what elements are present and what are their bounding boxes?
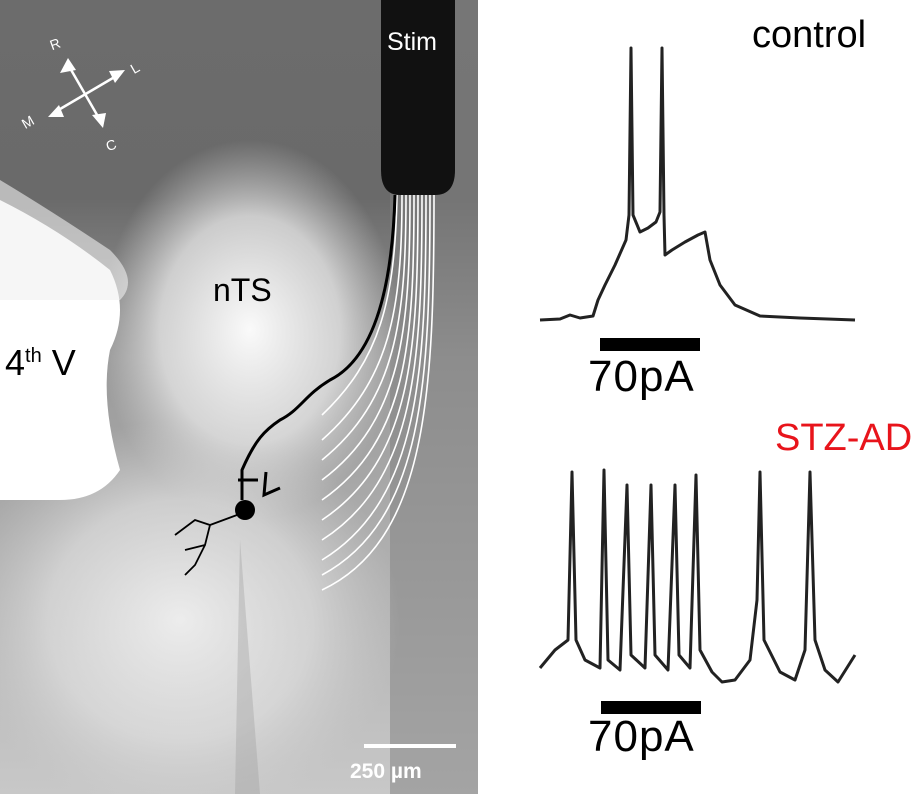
afferent-fiber	[240, 194, 397, 500]
control-stimulus-label: 70pA	[588, 352, 695, 401]
control-stimulus-bar	[600, 338, 700, 351]
neuron-dendrites	[174, 514, 238, 576]
control-trace	[539, 46, 856, 322]
fourth-ventricle-label: 4th V	[5, 342, 76, 384]
control-label: control	[752, 14, 867, 56]
micrograph	[0, 0, 478, 794]
stz-label: STZ-AD	[775, 417, 913, 459]
synapse	[238, 471, 281, 498]
stim-label: Stim	[387, 28, 437, 56]
stimulating-electrode	[381, 0, 455, 195]
recording-pipette	[235, 540, 260, 794]
ventricle-suffix: V	[51, 342, 76, 383]
nts-label: nTS	[213, 272, 272, 308]
scale-bar-label: 250 µm	[350, 760, 422, 783]
stz-stimulus-label: 70pA	[588, 712, 695, 761]
ventricle-number: 4	[5, 342, 26, 383]
neuron-soma	[235, 500, 255, 520]
ventricle-superscript: th	[25, 345, 42, 367]
stz-stimulus-bar	[601, 701, 701, 714]
orientation-compass	[48, 58, 125, 128]
solitary-tract-fibers	[321, 194, 435, 591]
stz-trace	[538, 468, 857, 684]
